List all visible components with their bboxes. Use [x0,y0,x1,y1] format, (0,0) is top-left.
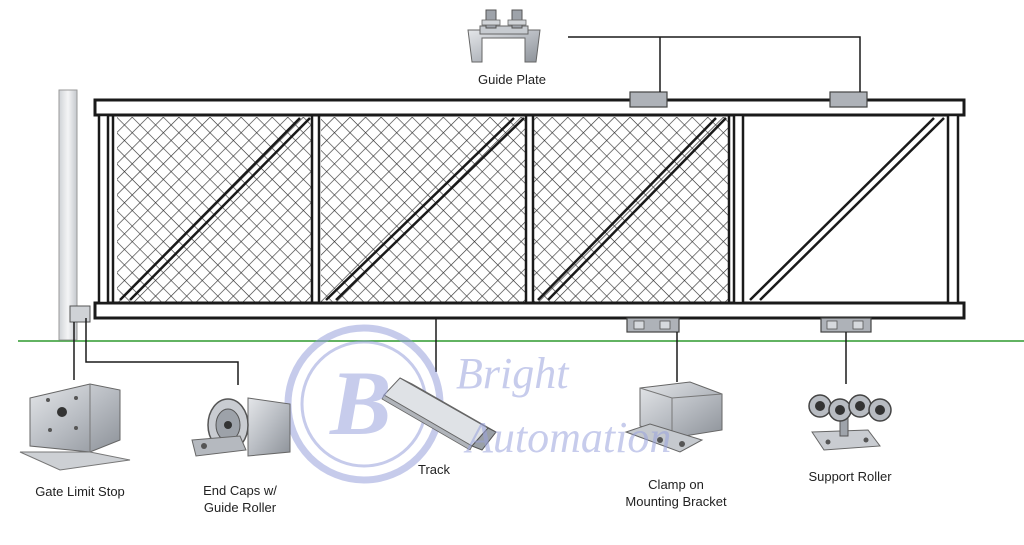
gate-limit-stop-mount [69,305,91,323]
gate-post [58,89,78,341]
leader-lines [73,36,861,385]
guide-plate-block-1 [629,91,668,108]
track-image [381,377,497,451]
support-roller-image [808,394,892,451]
bottom-rail [93,301,966,320]
clamp-bracket-image [624,381,723,453]
top-rail [93,98,966,117]
end-caps-image [191,397,291,457]
watermark-line-2: Automation [466,413,672,462]
label-clamp-line-2: Mounting Bracket [625,494,727,509]
watermark-logo-letter: B [330,352,392,454]
guide-plate-block-2 [829,91,868,108]
label-clamp-line-1: Clamp on [648,477,704,492]
gate-frame [93,98,966,320]
watermark-line-1: Bright [456,349,569,398]
label-guide-plate: Guide Plate [478,72,546,87]
label-end-caps-line-1: End Caps w/ [203,483,277,498]
label-gate-limit-stop: Gate Limit Stop [35,484,125,499]
guide-plate-image [467,9,541,63]
label-end-caps-line-2: Guide Roller [203,500,277,515]
label-track: Track [417,462,451,477]
label-support-roller: Support Roller [808,469,892,484]
gate-limit-stop-image [19,383,131,471]
